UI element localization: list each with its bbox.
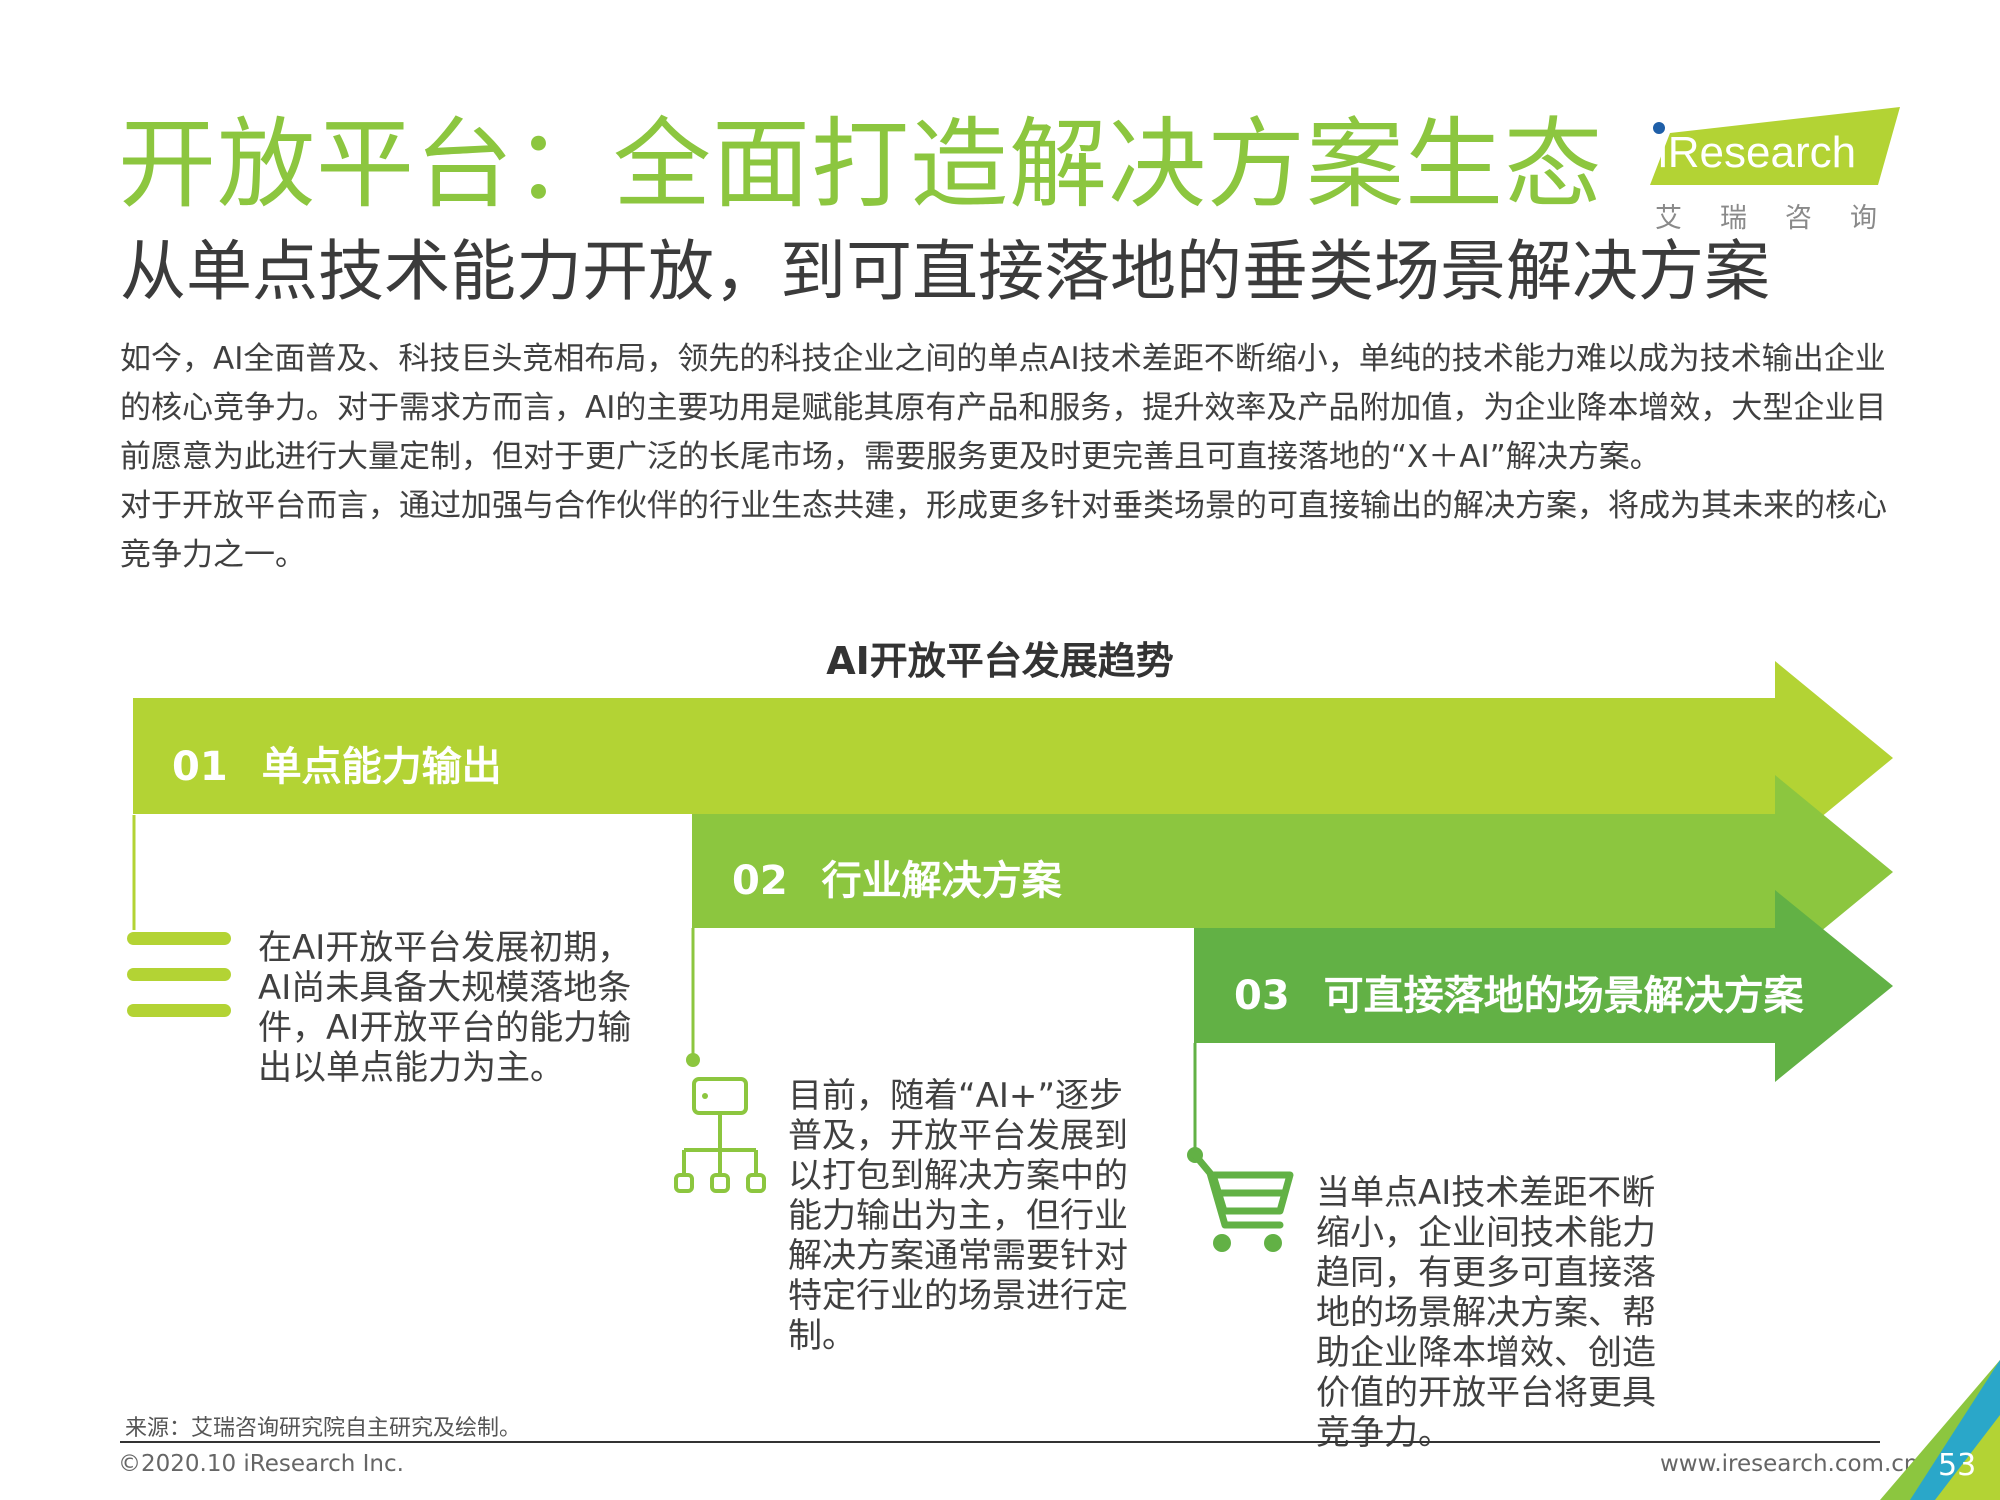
intro-text: 如今，AI全面普及、科技巨头竞相布局，领先的科技企业之间的单点AI技术差距不断缩… bbox=[120, 335, 1910, 580]
step-1-title: 单点能力输出 bbox=[261, 744, 502, 790]
step-2-number: 02 bbox=[732, 858, 788, 904]
footer-divider bbox=[120, 1441, 1880, 1443]
step-3-label: 03 可直接落地的场景解决方案 bbox=[1234, 963, 1804, 1021]
page-subtitle: 从单点技术能力开放，到可直接落地的垂类场景解决方案 bbox=[120, 233, 1770, 310]
source-note: 来源：艾瑞咨询研究院自主研究及绘制。 bbox=[125, 1416, 522, 1441]
website-link[interactable]: www.iresearch.com.cn bbox=[1660, 1451, 1919, 1477]
paragraph-1: 如今，AI全面普及、科技巨头竞相布局，领先的科技企业之间的单点AI技术差距不断缩… bbox=[120, 341, 1887, 475]
corner-decoration bbox=[1880, 1360, 2000, 1500]
step-2-description: 目前，随着“AI+”逐步普及，开放平台发展到以打包到解决方案中的能力输出为主，但… bbox=[788, 1076, 1128, 1356]
menu-lines-icon bbox=[127, 932, 231, 1017]
diagram-title: AI开放平台发展趋势 bbox=[826, 639, 1174, 683]
step-2-title: 行业解决方案 bbox=[821, 858, 1062, 904]
shopping-cart-icon bbox=[1187, 1147, 1294, 1252]
arrow-step-2 bbox=[692, 775, 1893, 969]
hierarchy-icon bbox=[674, 1077, 766, 1193]
logo-text: iResearch bbox=[1658, 128, 1856, 177]
step-1-number: 01 bbox=[172, 744, 228, 790]
page-number: 53 bbox=[1938, 1448, 1977, 1483]
copyright: ©2020.10 iResearch Inc. bbox=[118, 1451, 404, 1477]
logo-chinese-name: 艾瑞咨询 bbox=[1655, 203, 1915, 234]
paragraph-2: 对于开放平台而言，通过加强与合作伙伴的行业生态共建，形成更多针对垂类场景的可直接… bbox=[120, 488, 1887, 573]
iresearch-logo: iResearch bbox=[1650, 105, 1900, 235]
page-title: 开放平台：全面打造解决方案生态 bbox=[118, 108, 1604, 222]
connector-dot-2 bbox=[686, 1053, 700, 1067]
step-3-title: 可直接落地的场景解决方案 bbox=[1323, 973, 1804, 1019]
step-1-description: 在AI开放平台发展初期，AI尚未具备大规模落地条件，AI开放平台的能力输出以单点… bbox=[258, 928, 632, 1088]
arrow-step-1 bbox=[133, 661, 1893, 855]
arrow-step-3 bbox=[1194, 890, 1893, 1082]
step-3-number: 03 bbox=[1234, 973, 1290, 1019]
step-3-description: 当单点AI技术差距不断缩小，企业间技术能力趋同，有更多可直接落地的场景解决方案、… bbox=[1316, 1173, 1656, 1453]
step-2-label: 02 行业解决方案 bbox=[732, 848, 1062, 906]
step-1-label: 01 单点能力输出 bbox=[172, 734, 502, 792]
